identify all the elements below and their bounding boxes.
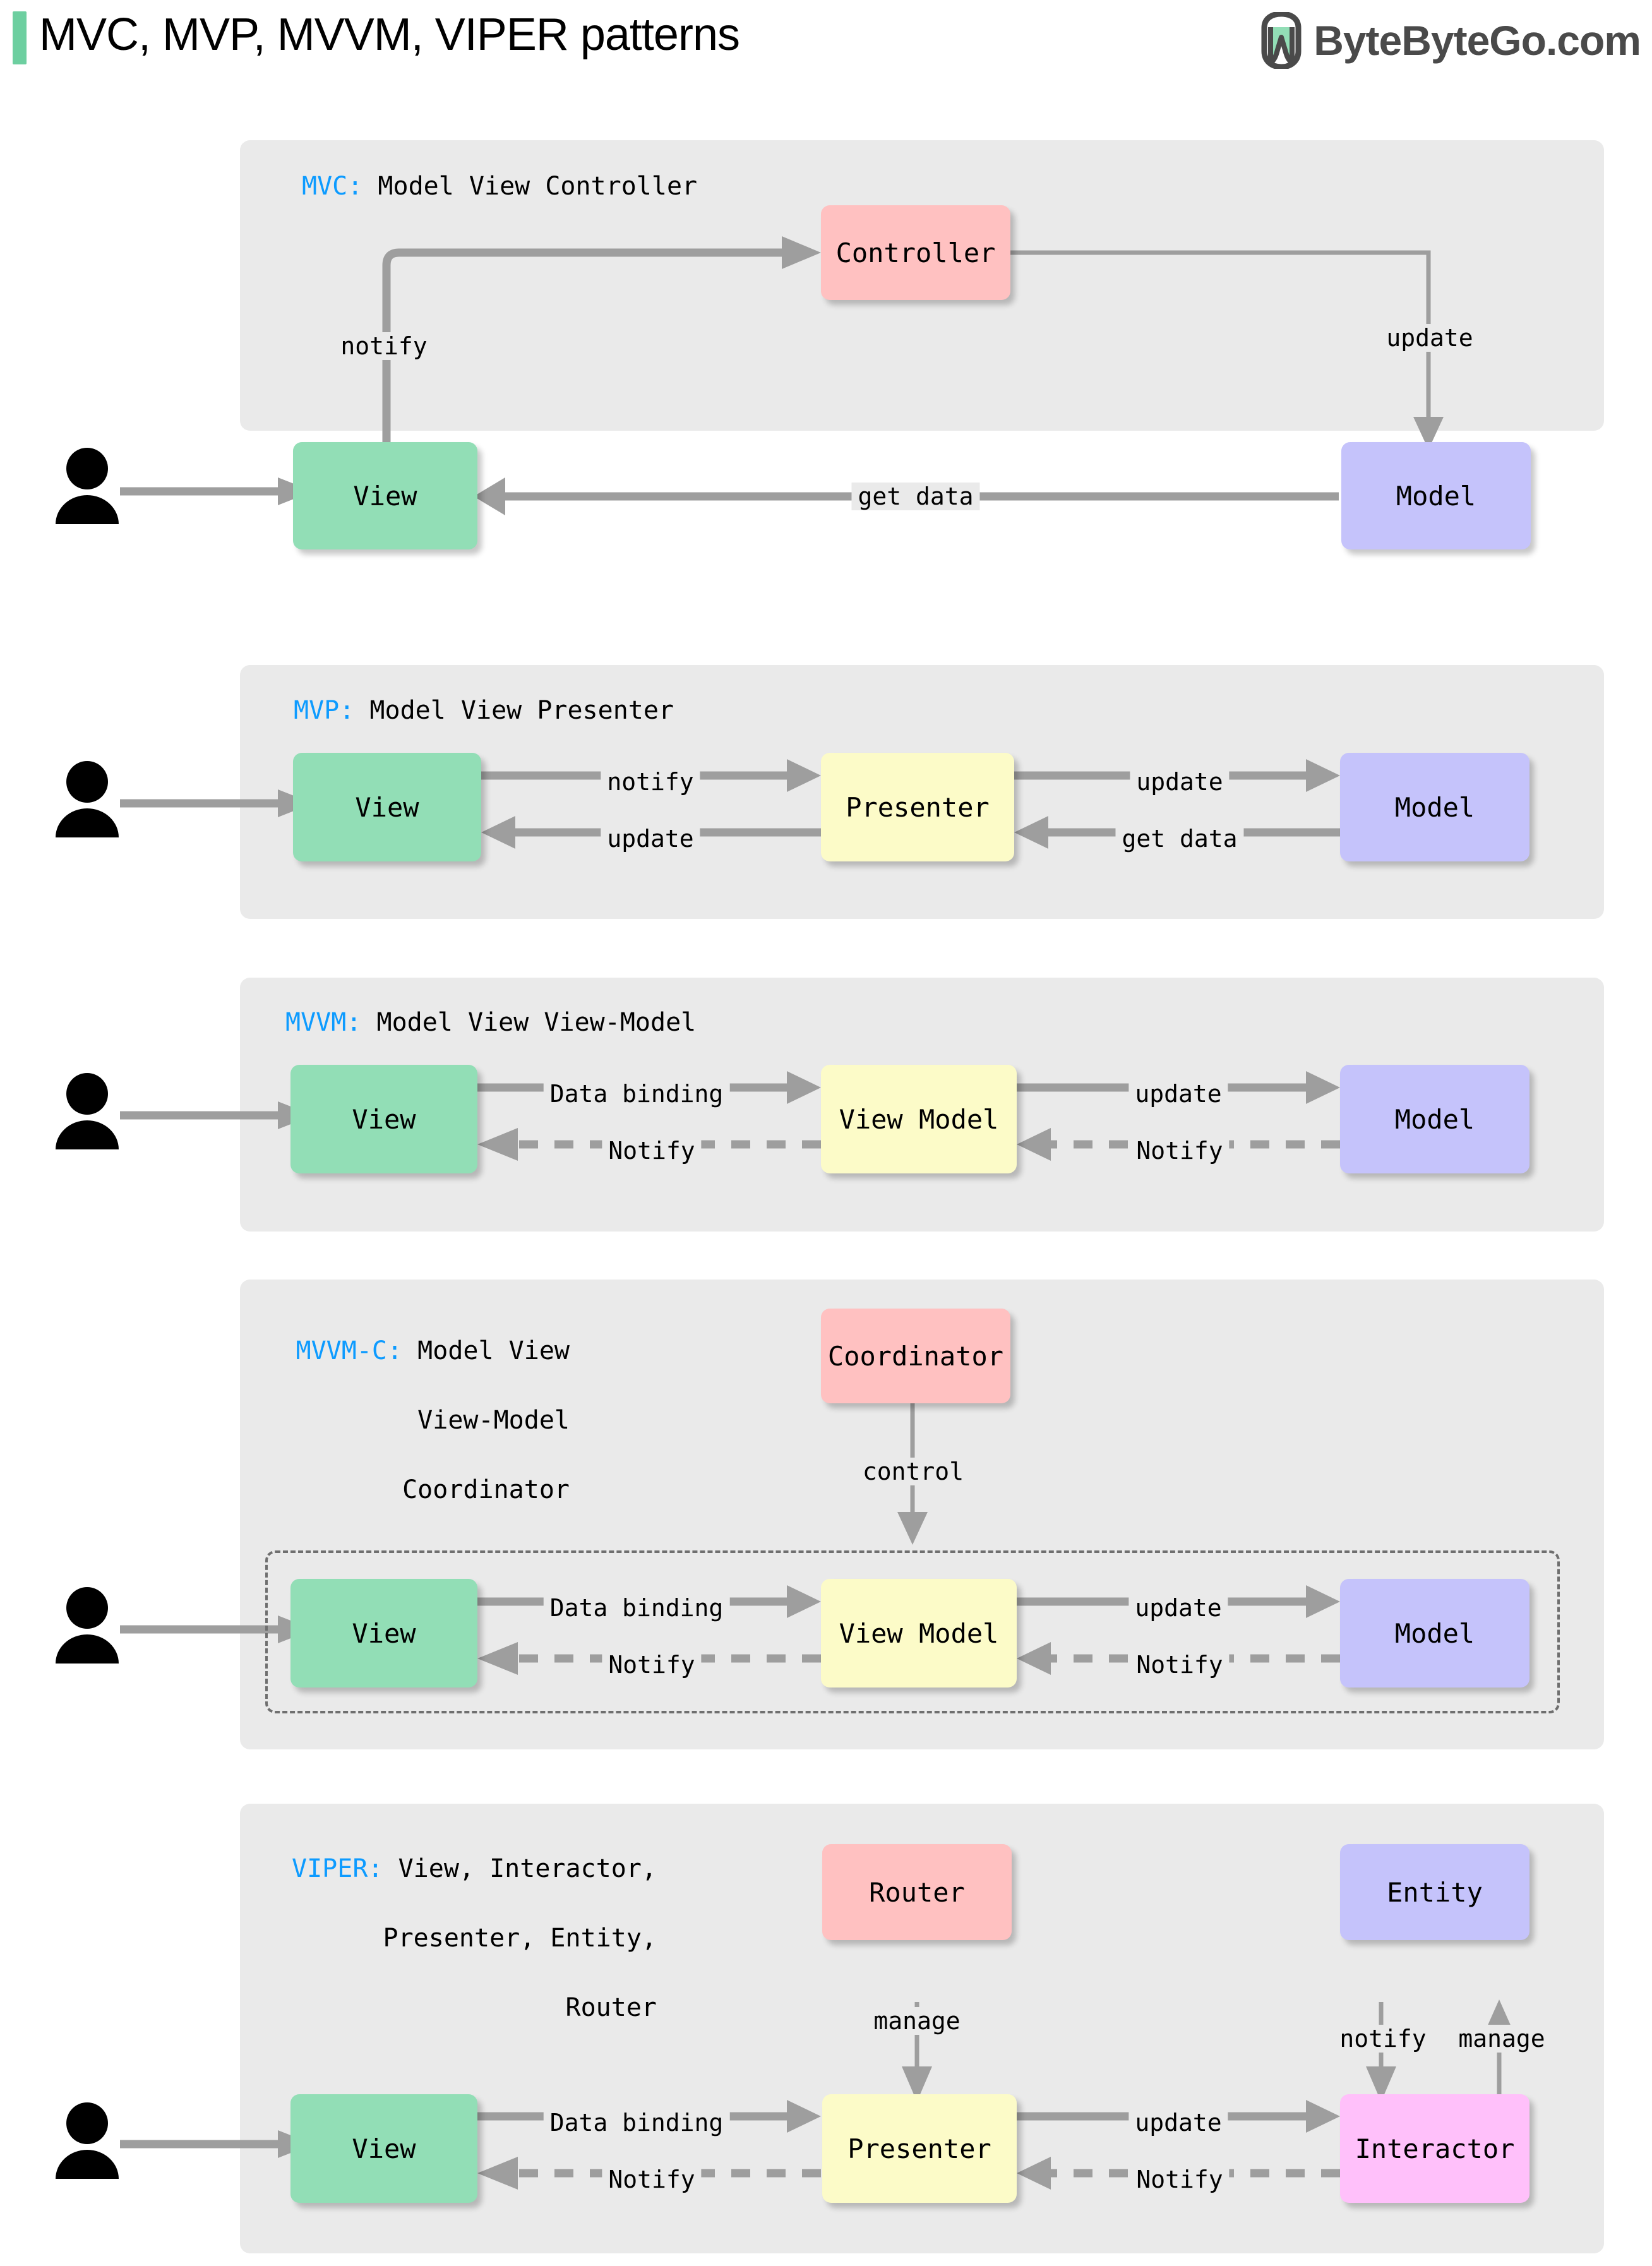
node-view-mvc[interactable]: View — [293, 442, 477, 549]
section-keyword-mvvmc: MVVM-C: — [296, 1336, 403, 1365]
edge-label-mvc-update: update — [1380, 324, 1480, 352]
node-coordinator-mvvmc[interactable]: Coordinator — [821, 1309, 1010, 1403]
edge-label-mvp-notify: notify — [601, 768, 700, 796]
user-icon-mvc — [51, 442, 126, 524]
title-accent-bar — [13, 11, 27, 64]
edge-label-viper-notify-interactor: notify — [1333, 2025, 1433, 2053]
edge-label-mvvmc-notify-view: Notify — [602, 1651, 702, 1679]
edge-label-viper-manage-entity: manage — [1452, 2025, 1552, 2053]
section-desc-mvvmc-line2: View-Model — [417, 1406, 570, 1435]
edge-label-mvp-getdata: get data — [1115, 825, 1244, 853]
edge-label-viper-manage-presenter: manage — [867, 2007, 967, 2035]
brand-text: ByteByteGo.com — [1314, 17, 1641, 64]
section-desc-viper-line3: Router — [565, 1993, 657, 2022]
edge-label-mvvm-notify-view: Notify — [602, 1137, 702, 1165]
section-keyword-mvc: MVC: — [302, 172, 363, 201]
section-desc-viper: View, Interactor, — [383, 1854, 657, 1883]
node-view-mvvmc[interactable]: View — [290, 1579, 477, 1688]
section-label-mvvm: MVVM: Model View View-Model — [285, 1005, 696, 1040]
user-icon-mvvmc — [51, 1581, 126, 1664]
section-desc-mvvmc: Model View — [402, 1336, 570, 1365]
section-desc-mvp: Model View Presenter — [354, 696, 674, 725]
edge-label-mvvmc-control: control — [856, 1458, 971, 1485]
node-model-mvvmc[interactable]: Model — [1340, 1579, 1529, 1688]
edge-label-mvc-notify: notify — [334, 332, 434, 360]
edge-label-viper-update: update — [1128, 2109, 1228, 2137]
bytebytego-logo-icon — [1261, 12, 1302, 69]
section-desc-mvc: Model View Controller — [362, 172, 698, 201]
section-label-viper: VIPER: View, Interactor, Presenter, Enti… — [272, 1852, 657, 2025]
section-keyword-viper: VIPER: — [292, 1854, 383, 1883]
edge-label-mvvmc-update: update — [1128, 1594, 1228, 1622]
section-keyword-mvp: MVP: — [294, 696, 355, 725]
section-label-mvp: MVP: Model View Presenter — [294, 693, 674, 728]
edge-label-mvvm-notify-vm: Notify — [1130, 1137, 1230, 1165]
edge-label-mvp-update-view: update — [601, 825, 700, 853]
section-desc-mvvm: Model View View-Model — [361, 1008, 697, 1037]
mvvm-group-box — [265, 1550, 1560, 1713]
user-icon-mvp — [51, 755, 126, 837]
node-entity-viper[interactable]: Entity — [1340, 1844, 1529, 1940]
node-view-model-mvvmc[interactable]: View Model — [821, 1579, 1017, 1688]
node-router-viper[interactable]: Router — [822, 1844, 1012, 1940]
node-controller-mvc[interactable]: Controller — [821, 205, 1010, 300]
section-label-mvvmc: MVVM-C: Model View View-Model Coordinato… — [285, 1334, 570, 1508]
section-desc-mvvmc-line3: Coordinator — [402, 1475, 570, 1504]
edge-label-mvvm-update: update — [1128, 1080, 1228, 1108]
section-desc-viper-line2: Presenter, Entity, — [383, 1924, 657, 1953]
node-interactor-viper[interactable]: Interactor — [1340, 2094, 1529, 2203]
node-model-mvc[interactable]: Model — [1341, 442, 1531, 549]
edge-label-mvvmc-databinding: Data binding — [543, 1594, 730, 1622]
section-label-mvc: MVC: Model View Controller — [302, 169, 697, 204]
node-presenter-mvp[interactable]: Presenter — [821, 753, 1014, 861]
edge-label-mvp-update-model: update — [1130, 768, 1230, 796]
edge-label-viper-notify-view: Notify — [602, 2166, 702, 2193]
node-view-viper[interactable]: View — [290, 2094, 477, 2203]
edge-label-viper-notify-presenter: Notify — [1130, 2166, 1230, 2193]
page-title: MVC, MVP, MVVM, VIPER patterns — [39, 9, 740, 60]
node-presenter-viper[interactable]: Presenter — [822, 2094, 1017, 2203]
user-icon-viper — [51, 2097, 126, 2179]
node-view-mvp[interactable]: View — [293, 753, 481, 861]
node-view-mvvm[interactable]: View — [290, 1065, 477, 1173]
section-keyword-mvvm: MVVM: — [285, 1008, 362, 1037]
node-model-mvp[interactable]: Model — [1340, 753, 1529, 861]
brand: ByteByteGo.com — [1258, 11, 1641, 69]
node-view-model-mvvm[interactable]: View Model — [821, 1065, 1017, 1173]
edge-label-mvvmc-notify-vm: Notify — [1130, 1651, 1230, 1679]
edge-label-mvc-getdata: get data — [851, 483, 980, 510]
edge-label-mvvm-databinding: Data binding — [543, 1080, 730, 1108]
page-header: MVC, MVP, MVVM, VIPER patterns ByteByteG… — [0, 0, 1652, 82]
node-model-mvvm[interactable]: Model — [1340, 1065, 1529, 1173]
edge-label-viper-databinding: Data binding — [543, 2109, 730, 2137]
user-icon-mvvm — [51, 1067, 126, 1149]
